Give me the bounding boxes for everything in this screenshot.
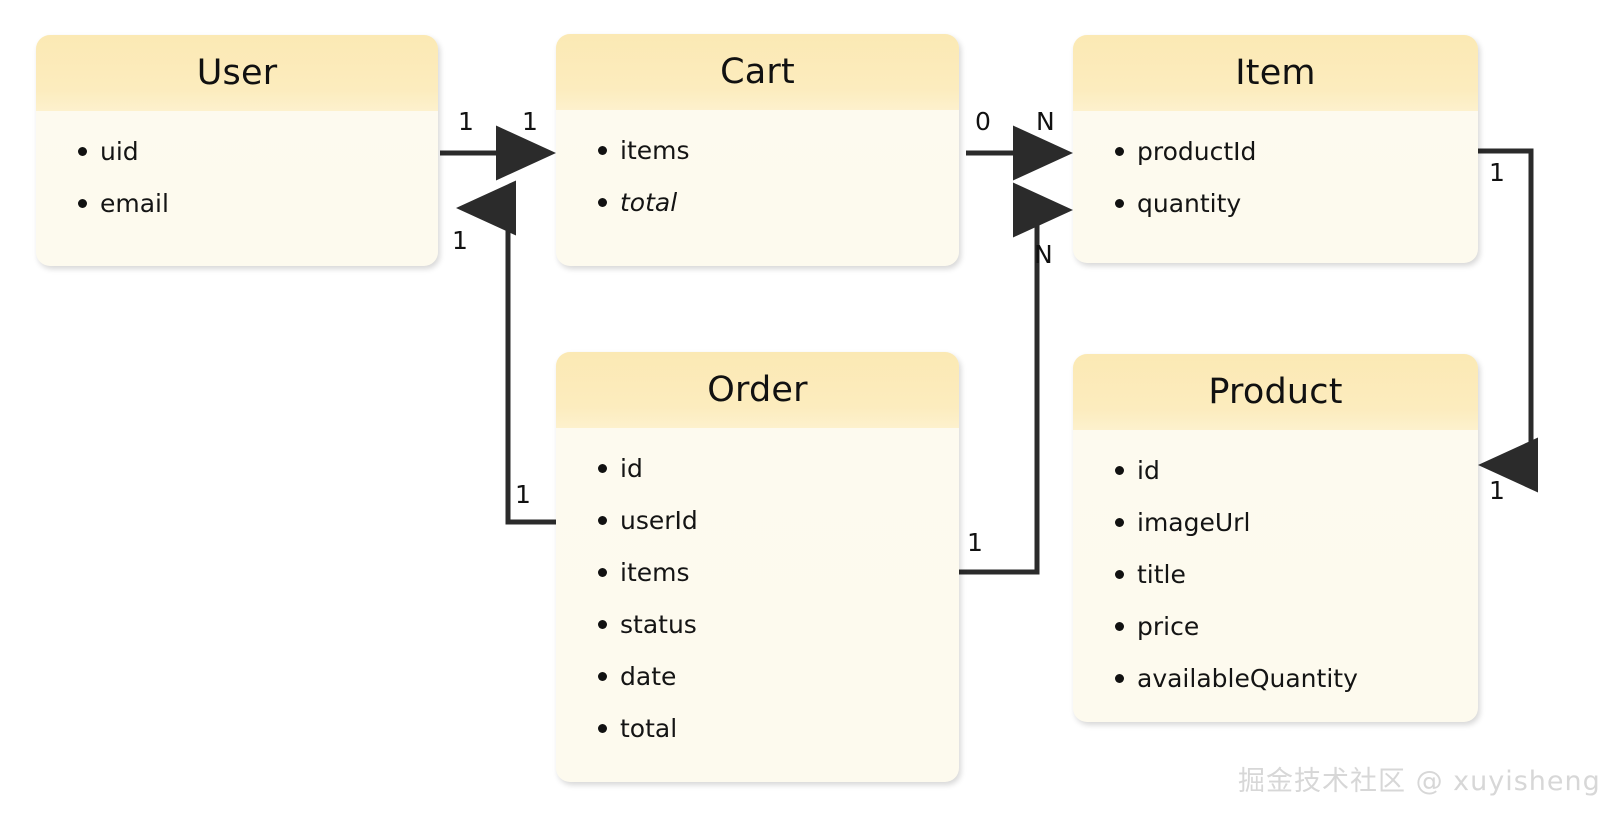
cardinality-cart-item-target: N — [1036, 107, 1055, 136]
entity-user-attributes: uid email — [36, 111, 438, 229]
bullet-icon — [1115, 569, 1124, 579]
entity-item-header: Item — [1073, 35, 1478, 111]
attribute-row: id — [598, 442, 959, 494]
cardinality-user-cart-target: 1 — [522, 107, 538, 136]
attribute-label: date — [620, 661, 677, 691]
connector-order-to-item — [959, 182, 1073, 575]
attribute-label: uid — [100, 136, 139, 166]
attribute-row: id — [1115, 444, 1478, 496]
attribute-row: total — [598, 702, 959, 754]
attribute-row: email — [78, 177, 438, 229]
attribute-row: uid — [78, 125, 438, 177]
entity-cart[interactable]: Cart items total — [556, 34, 959, 266]
bullet-icon — [78, 146, 87, 156]
bullet-icon — [598, 463, 607, 473]
attribute-row: availableQuantity — [1115, 652, 1478, 704]
entity-item-attributes: productId quantity — [1073, 111, 1478, 229]
entity-user-header: User — [36, 35, 438, 111]
entity-product[interactable]: Product id imageUrl title price availabl… — [1073, 354, 1478, 722]
entity-cart-title: Cart — [720, 51, 795, 92]
bullet-icon — [598, 197, 607, 207]
entity-cart-header: Cart — [556, 34, 959, 110]
attribute-row: productId — [1115, 125, 1478, 177]
attribute-row: title — [1115, 548, 1478, 600]
attribute-row: price — [1115, 600, 1478, 652]
cardinality-order-item-target: N — [1034, 240, 1053, 269]
attribute-label: total — [620, 187, 678, 217]
attribute-label: id — [620, 453, 643, 483]
entity-product-header: Product — [1073, 354, 1478, 430]
entity-item-title: Item — [1235, 52, 1316, 93]
attribute-row: userId — [598, 494, 959, 546]
entity-item[interactable]: Item productId quantity — [1073, 35, 1478, 263]
connector-item-to-product — [1478, 148, 1538, 493]
cardinality-item-product-target: 1 — [1489, 476, 1505, 505]
bullet-icon — [1115, 465, 1124, 475]
attribute-label: total — [620, 713, 678, 743]
attribute-row: status — [598, 598, 959, 650]
entity-order-attributes: id userId items status date total — [556, 428, 959, 754]
cardinality-cart-item-source: 0 — [975, 107, 991, 136]
attribute-label: price — [1137, 611, 1200, 641]
attribute-row: imageUrl — [1115, 496, 1478, 548]
bullet-icon — [598, 671, 607, 681]
cardinality-order-item-source: 1 — [967, 528, 983, 557]
bullet-icon — [1115, 146, 1124, 156]
attribute-label: userId — [620, 505, 698, 535]
bullet-icon — [1115, 621, 1124, 631]
bullet-icon — [598, 515, 607, 525]
attribute-label: email — [100, 188, 169, 218]
attribute-row: date — [598, 650, 959, 702]
attribute-row: total — [598, 176, 959, 228]
entity-order-header: Order — [556, 352, 959, 428]
attribute-row: quantity — [1115, 177, 1478, 229]
entity-user-title: User — [196, 52, 278, 93]
attribute-label: availableQuantity — [1137, 663, 1358, 693]
attribute-row: items — [598, 124, 959, 176]
attribute-label: status — [620, 609, 697, 639]
attribute-label: title — [1137, 559, 1186, 589]
watermark-text: 掘金技术社区 @ xuyisheng — [1238, 766, 1600, 797]
entity-product-attributes: id imageUrl title price availableQuantit… — [1073, 430, 1478, 704]
bullet-icon — [598, 145, 607, 155]
cardinality-order-user-source: 1 — [515, 480, 531, 509]
entity-product-title: Product — [1208, 371, 1343, 412]
attribute-label: quantity — [1137, 188, 1242, 218]
entity-user[interactable]: User uid email — [36, 35, 438, 266]
bullet-icon — [598, 619, 607, 629]
attribute-label: imageUrl — [1137, 507, 1251, 537]
attribute-label: items — [620, 557, 690, 587]
bullet-icon — [1115, 198, 1124, 208]
cardinality-item-product-source: 1 — [1489, 158, 1505, 187]
bullet-icon — [1115, 517, 1124, 527]
bullet-icon — [598, 567, 607, 577]
connector-order-to-user — [456, 180, 556, 525]
cardinality-order-user-target: 1 — [452, 226, 468, 255]
cardinality-user-cart-source: 1 — [458, 107, 474, 136]
entity-order-title: Order — [707, 369, 808, 410]
attribute-label: items — [620, 135, 690, 165]
bullet-icon — [78, 198, 87, 208]
bullet-icon — [1115, 673, 1124, 683]
entity-order[interactable]: Order id userId items status date — [556, 352, 959, 782]
entity-cart-attributes: items total — [556, 110, 959, 228]
attribute-label: id — [1137, 455, 1160, 485]
bullet-icon — [598, 723, 607, 733]
attribute-label: productId — [1137, 136, 1257, 166]
attribute-row: items — [598, 546, 959, 598]
